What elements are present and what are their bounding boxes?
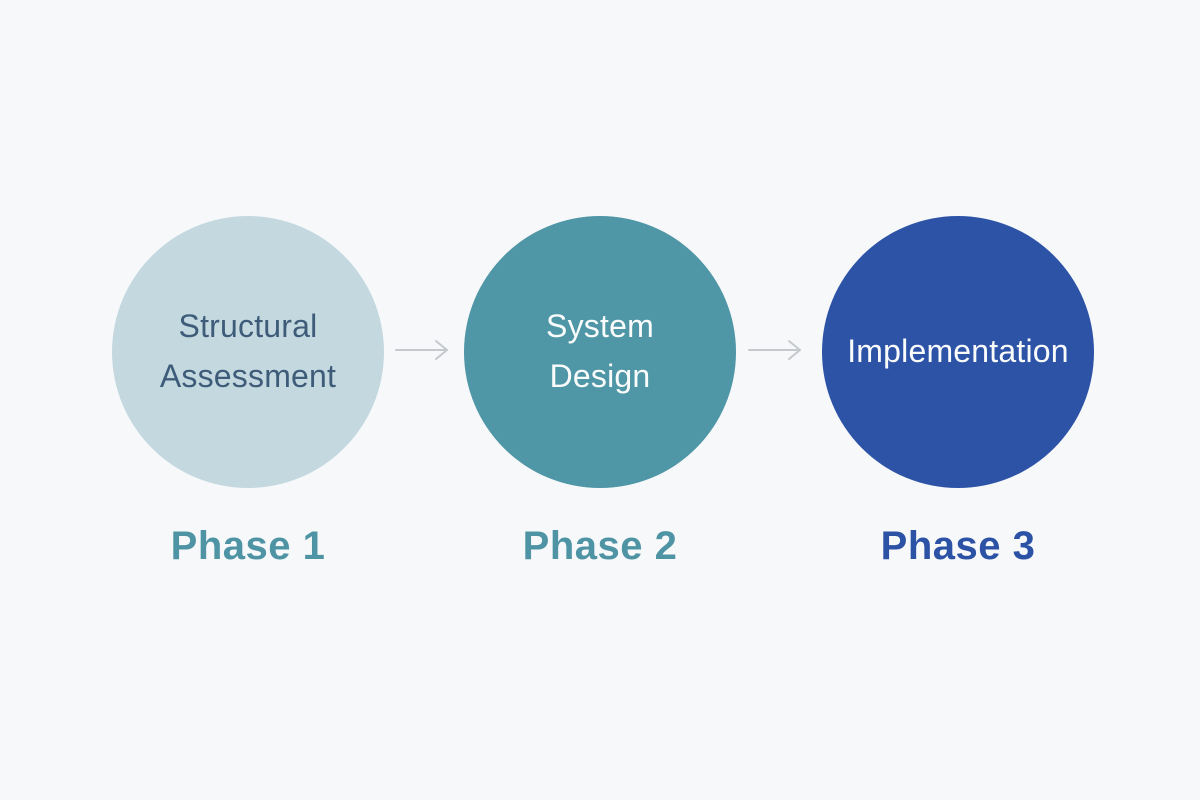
phase-1-circle-label: Structural Assessment: [159, 308, 337, 394]
phase-item-1: Structural Assessment Phase 1: [108, 216, 388, 569]
phase-3-label: Phase 3: [880, 524, 1036, 568]
phase-item-2: System Design Phase 2: [460, 216, 740, 569]
phase-2-circle-label: System Design: [546, 308, 654, 394]
phase-1-circle: Structural Assessment: [112, 216, 384, 488]
phase-item-3: Implementation Phase 3: [818, 216, 1098, 569]
phase-2-circle: System Design: [464, 216, 736, 488]
arrow-right-icon: [746, 337, 806, 363]
arrow-right-icon: [393, 337, 453, 363]
phase-2-label: Phase 2: [522, 524, 678, 568]
phase-3-circle: Implementation: [822, 216, 1094, 488]
phase-1-label: Phase 1: [170, 524, 326, 568]
phase-3-circle-label: Implementation: [847, 333, 1069, 370]
